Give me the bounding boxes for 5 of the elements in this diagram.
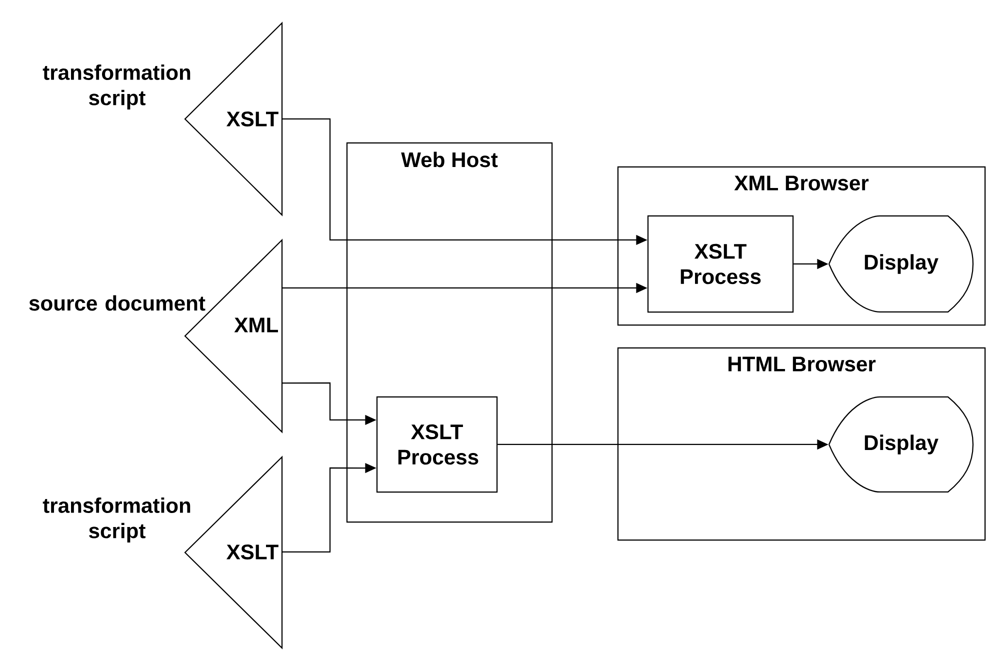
side-label: source document	[29, 295, 206, 311]
display-shape: Display	[828, 396, 974, 493]
process-box: XSLT Process	[647, 215, 794, 313]
process-box: XSLT Process	[376, 396, 498, 493]
display-shape: Display	[828, 215, 974, 313]
